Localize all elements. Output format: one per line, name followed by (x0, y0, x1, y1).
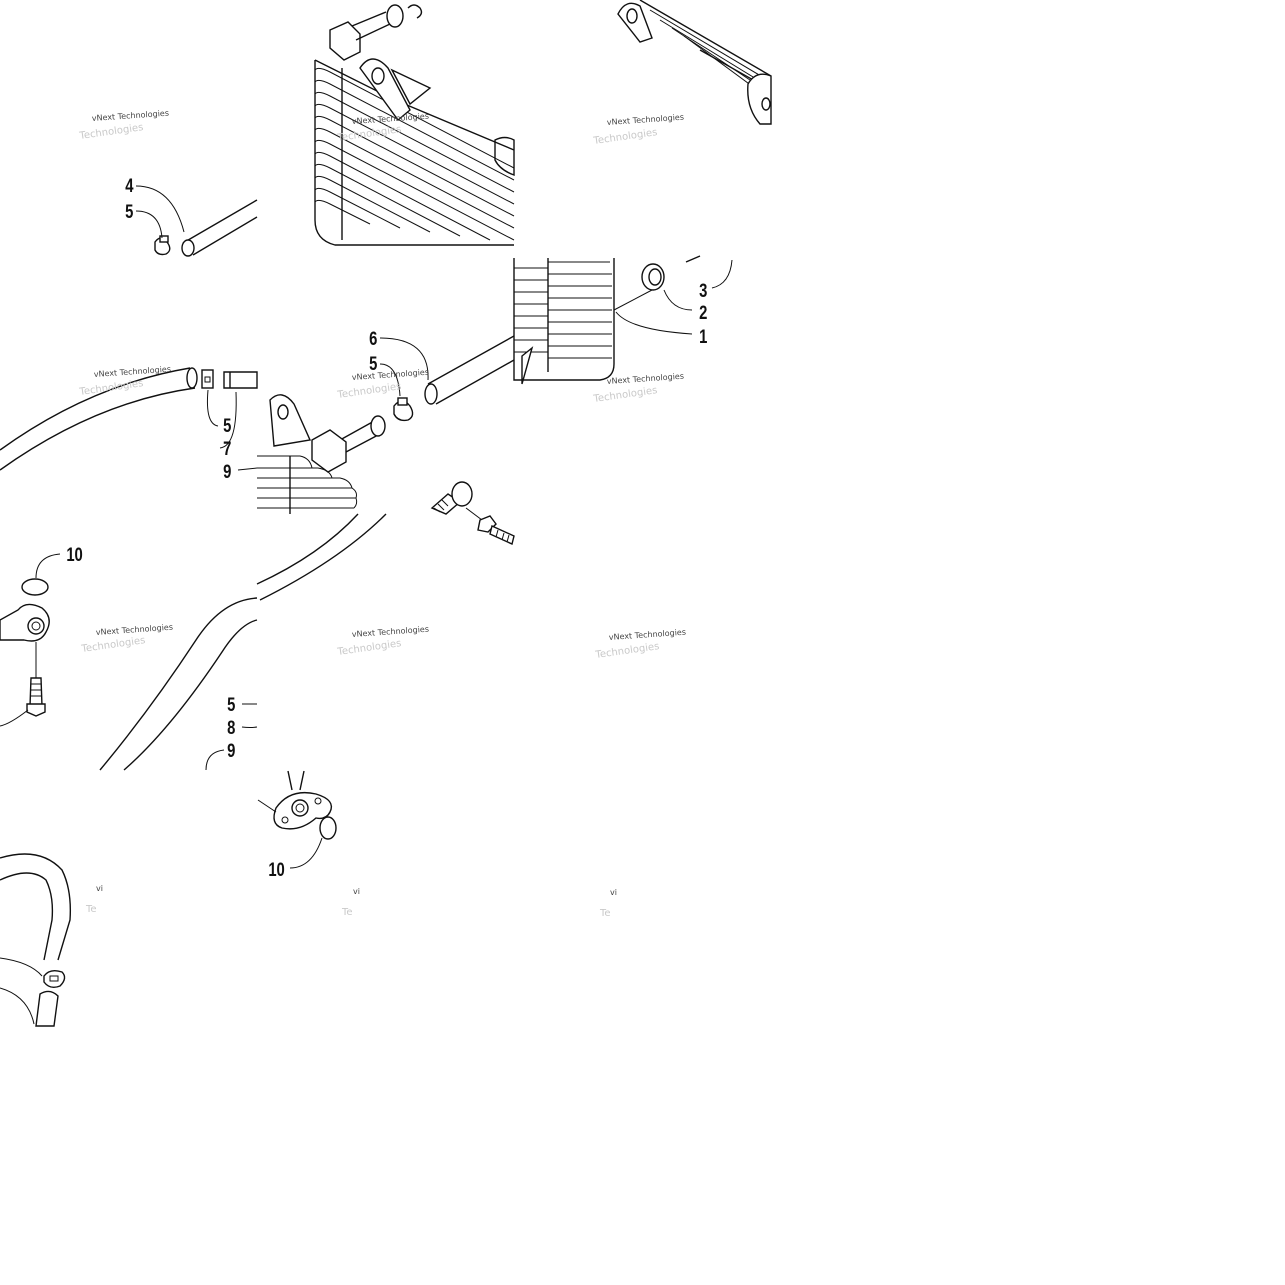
drain-plug (430, 481, 473, 515)
watermark-ghost: Technologies (336, 124, 402, 144)
callout-5b: 5 (223, 415, 231, 436)
cooler-fins-lower (257, 455, 358, 514)
watermark-ghost: Technologies (594, 641, 660, 661)
hose-clamp-upper (154, 235, 171, 256)
leader-10b (289, 837, 323, 869)
watermark-ghost: Technologies (336, 638, 402, 658)
callout-10b: 10 (268, 859, 284, 880)
hose-clamp-mid (201, 369, 214, 389)
callout-1: 1 (699, 326, 707, 347)
callout-4: 4 (125, 175, 134, 196)
watermark-ghost: Technologies (80, 635, 146, 655)
cooler-fitting-lower (311, 429, 347, 473)
leader-6 (379, 337, 429, 381)
tile-u-hose (0, 853, 72, 1027)
callout-6: 6 (369, 328, 377, 349)
leader-5b (207, 389, 219, 427)
oil-cooler-top-right: vNext Technologies Technologies (592, 0, 772, 147)
watermark-truncated: vi (96, 884, 103, 893)
leader-7 (219, 391, 237, 449)
tile-hose-left: vNext Technologies Technologies (0, 365, 198, 471)
watermark-ghost: Te (599, 908, 611, 919)
mount-bracket-right (747, 73, 772, 125)
leader-9b (205, 749, 225, 771)
hose-clamp-lower (43, 969, 66, 989)
callout-9b: 9 (227, 740, 235, 761)
watermark-ghost: Technologies (78, 122, 144, 142)
watermark-ghost: Technologies (592, 385, 658, 405)
hose-flange-left (0, 603, 50, 642)
tile-empty-right: vNext Technologies Technologies (594, 628, 686, 661)
leader-5c (379, 363, 401, 397)
leader-1 (615, 311, 693, 335)
watermark-ghost: Technologies (592, 127, 658, 147)
watermark-ghost: Te (341, 907, 353, 918)
callout-5d: 5 (227, 694, 235, 715)
o-ring-10-left (21, 578, 49, 596)
callout-10a: 10 (66, 544, 82, 565)
leader-2 (663, 289, 693, 311)
leader-5a (135, 210, 163, 239)
cooler-fins-side (514, 258, 612, 372)
leader-8 (241, 726, 258, 728)
watermark-fragments: vi Te vi Te vi Te (85, 884, 617, 919)
bolt-left (26, 677, 46, 717)
watermark-truncated: vi (610, 888, 617, 897)
hose-clamp-cooler (393, 397, 414, 422)
hose-flange-lower (273, 791, 333, 830)
watermark-truncated: vi (353, 887, 360, 896)
watermark: vNext Technologies (94, 365, 172, 379)
watermark-ghost: Te (85, 904, 97, 915)
leader-9a (237, 467, 258, 471)
callout-8: 8 (227, 717, 235, 738)
watermark-ghost: Technologies (78, 378, 144, 398)
tile-hose-lower: 5 8 9 10 (99, 597, 337, 880)
tile-hose-upper: 4 5 vNext Technologies Technologies (78, 109, 258, 257)
cooler-fitting-upper (329, 21, 361, 61)
cooler-fins-upper (314, 67, 515, 241)
tile-flange-left: 10 vNext Technologies Technologies (0, 544, 174, 727)
watermark: vNext Technologies (607, 372, 685, 386)
oil-cooler-top: vNext Technologies Technologies (314, 4, 515, 246)
callout-5a: 5 (125, 201, 133, 222)
hex-bolt-mid (477, 515, 515, 545)
o-ring-10-lower (319, 816, 337, 840)
watermark: vNext Technologies (92, 109, 170, 123)
callout-5c: 5 (369, 353, 377, 374)
watermark: vNext Technologies (352, 625, 430, 639)
tile-cooler-side: 3 2 1 vNext Technologies Technologies (513, 255, 733, 405)
tube-fitting-7 (223, 371, 258, 389)
tube-fitting-lower (35, 990, 59, 1027)
watermark: vNext Technologies (96, 623, 174, 637)
callout-3: 3 (699, 280, 707, 301)
watermark: vNext Technologies (607, 113, 685, 127)
grommet-2 (641, 263, 665, 291)
mount-bracket-lower (269, 394, 312, 447)
leader-3 (711, 259, 733, 289)
callout-2: 2 (699, 302, 707, 323)
watermark: vNext Technologies (352, 368, 430, 382)
callout-7: 7 (223, 438, 231, 459)
leader-10a (35, 553, 61, 579)
watermark: vNext Technologies (609, 628, 687, 642)
callout-9a: 9 (223, 461, 231, 482)
leader-4 (135, 185, 185, 233)
watermark-ghost: Technologies (336, 381, 402, 401)
